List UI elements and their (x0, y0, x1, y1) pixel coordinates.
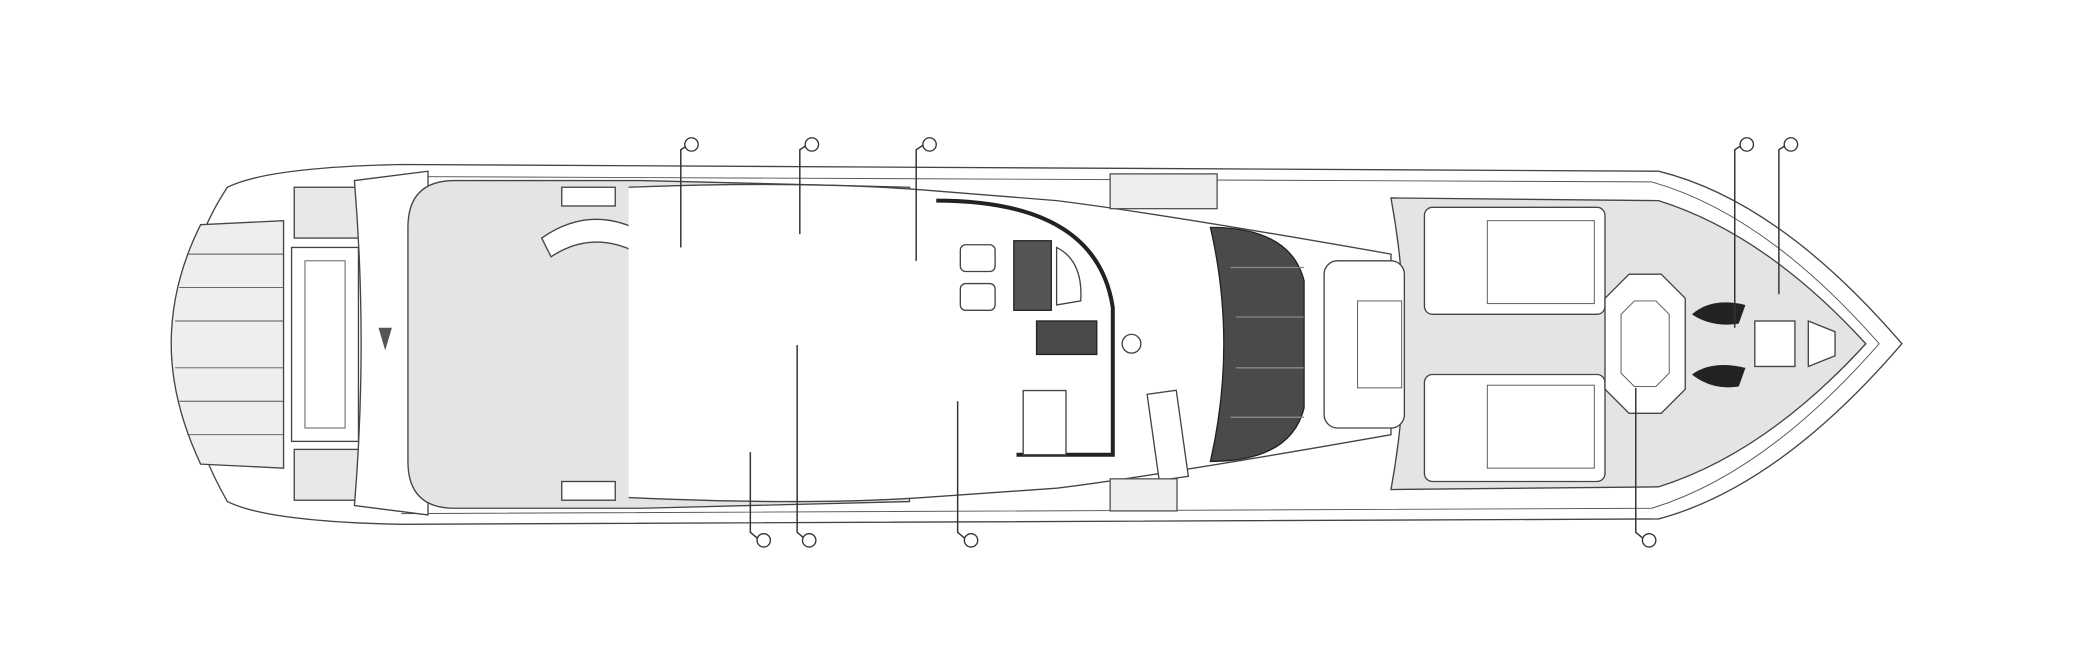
steering-area (1055, 246, 1082, 306)
callout-marker (1734, 137, 1755, 328)
callouts (680, 137, 1799, 548)
dark-panel (1035, 320, 1098, 356)
jetski-bottom (1691, 364, 1746, 388)
stair (1022, 389, 1067, 456)
sunpad-bottom (1423, 373, 1606, 483)
swim-platform (170, 219, 285, 469)
bow-hatch (1754, 320, 1796, 368)
foredeck-hatch (1604, 273, 1686, 414)
callout-marker (1778, 137, 1799, 295)
aft-sunpad-top (561, 186, 616, 207)
callout-marker (796, 345, 817, 548)
bow-locker (1807, 320, 1836, 368)
callout-marker (915, 137, 937, 261)
callout-marker (749, 452, 772, 548)
side-steps-bottom (1109, 478, 1178, 512)
windshield (1209, 226, 1305, 463)
brand-logo (378, 327, 392, 351)
side-steps-top (1109, 173, 1218, 210)
sunpad-top (1423, 206, 1606, 315)
callout-marker (799, 137, 820, 235)
platform-teak-lines (175, 253, 284, 436)
helm-seats (959, 244, 996, 311)
aft-sunpad-bottom (561, 480, 616, 501)
skylight (1121, 333, 1142, 354)
callout-marker (680, 137, 699, 248)
transom-garage (290, 246, 360, 443)
jetski-top (1691, 302, 1746, 325)
callout-marker (1635, 387, 1657, 548)
hull-inner-line (401, 176, 1880, 515)
helm-console (1013, 240, 1052, 311)
callout-marker (956, 401, 979, 548)
fore-hatch-aft (1323, 260, 1406, 429)
